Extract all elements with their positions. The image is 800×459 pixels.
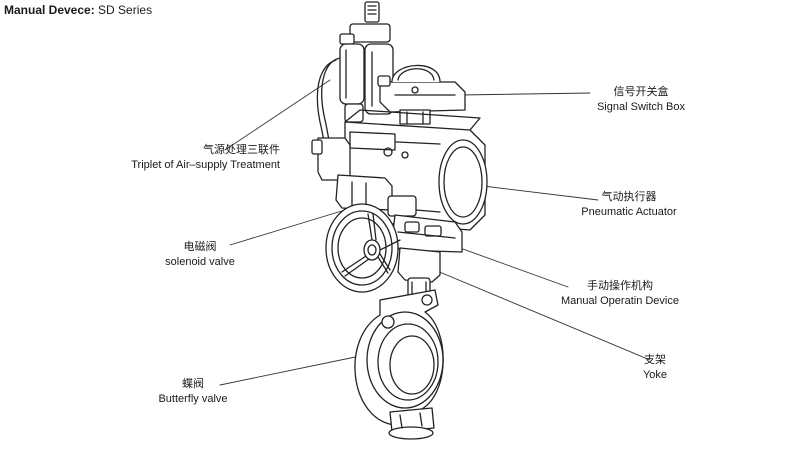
leader-butterfly-valve	[219, 354, 366, 386]
leader-signal-switch-box	[459, 92, 591, 96]
butterfly-valve-zh: 蝶阀	[182, 378, 204, 390]
butterfly-valve-en: Butterfly valve	[158, 393, 228, 405]
leader-triplet	[224, 79, 331, 151]
leader-pneumatic-actuator	[474, 184, 599, 201]
header-label: Manual Devece:	[4, 3, 95, 17]
manual-device-zh: 手动操作机构	[587, 280, 653, 292]
callout-pneumatic-actuator: 气动执行器 Pneumatic Actuator	[573, 190, 685, 220]
yoke-zh: 支架	[644, 354, 666, 366]
manual-device-en: Manual Operatin Device	[560, 295, 679, 307]
signal-switch-box-zh: 信号开关盒	[613, 86, 669, 98]
butterfly-valve	[354, 289, 444, 440]
header-value: SD Series	[98, 3, 153, 17]
signal-switch-box	[377, 64, 466, 125]
callout-signal-switch-box: 信号开关盒 Signal Switch Box	[585, 85, 697, 115]
callout-solenoid-valve: 电磁阀 solenoid valve	[150, 240, 250, 270]
callout-yoke: 支架 Yoke	[620, 353, 690, 383]
pneumatic-actuator-zh: 气动执行器	[601, 191, 657, 203]
callout-triplet: 气源处理三联件 Triplet of Air–supply Treatment	[80, 143, 280, 173]
handwheel	[325, 203, 401, 293]
page-header: Manual Devece: SD Series	[4, 3, 152, 17]
yoke-en: Yoke	[642, 369, 668, 381]
signal-switch-box-en: Signal Switch Box	[596, 101, 686, 113]
leader-lines	[219, 79, 651, 386]
triplet-zh: 气源处理三联件	[203, 144, 280, 156]
leader-solenoid-valve	[229, 209, 346, 246]
triplet-en: Triplet of Air–supply Treatment	[131, 159, 280, 171]
solenoid-valve-block	[311, 137, 417, 217]
solenoid-valve-zh: 电磁阀	[183, 241, 217, 253]
callout-manual-device: 手动操作机构 Manual Operatin Device	[545, 279, 695, 309]
leader-yoke	[429, 267, 651, 361]
solenoid-valve-en: solenoid valve	[165, 256, 235, 268]
callout-butterfly-valve: 蝶阀 Butterfly valve	[143, 377, 243, 407]
pneumatic-actuator-en: Pneumatic Actuator	[581, 206, 677, 218]
